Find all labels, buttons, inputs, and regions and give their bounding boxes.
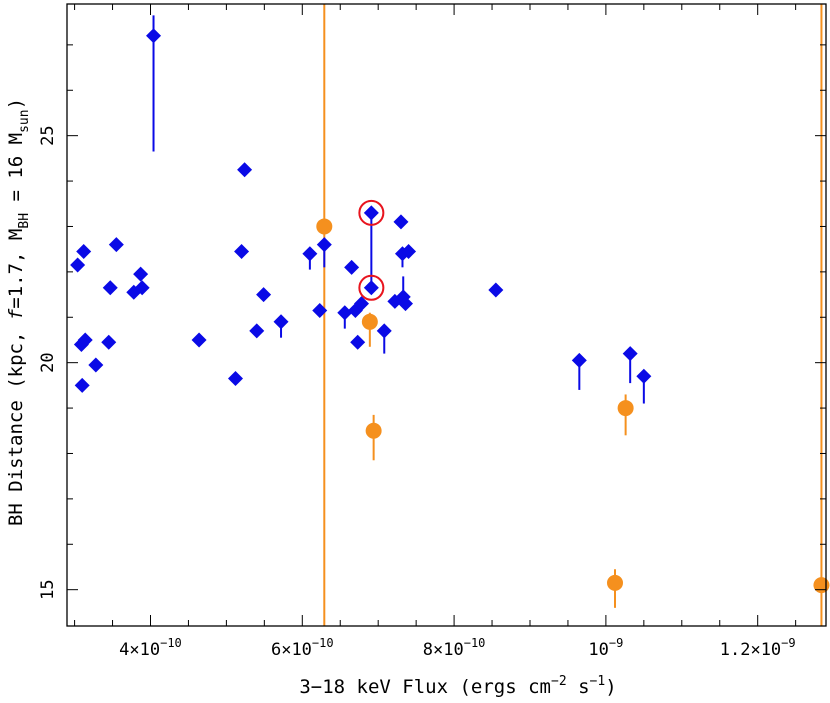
diamond-point bbox=[363, 205, 379, 221]
x-tick-label: 10−9 bbox=[588, 636, 623, 660]
diamond-point bbox=[191, 332, 207, 348]
x-axis-title: 3−18 keV Flux (ergs cm−2 s−1) bbox=[299, 674, 616, 698]
diamond-point bbox=[350, 334, 366, 350]
diamond-point bbox=[622, 346, 638, 362]
diamond-point bbox=[353, 296, 369, 312]
diamond-point bbox=[77, 332, 93, 348]
error-bars bbox=[152, 15, 645, 608]
diamond-point bbox=[398, 296, 414, 312]
tick-labels: 4×10−10 6×10−10 8×10−10 10−9 1.2×10−9 15 20 25 bbox=[38, 125, 796, 660]
diamond-point bbox=[312, 302, 328, 318]
diamond-point bbox=[249, 323, 265, 339]
diamond-point bbox=[488, 282, 504, 298]
diamond-point bbox=[393, 214, 409, 230]
highlight-circle bbox=[358, 274, 385, 301]
diamond-point bbox=[108, 237, 124, 253]
data-points bbox=[70, 28, 830, 594]
diamond-point bbox=[273, 314, 289, 330]
diamond-point bbox=[337, 305, 353, 321]
y-axis-title: BH Distance (kpc, f=1.7, MBH = 16 Msun) bbox=[5, 98, 32, 526]
y-tick-label: 15 bbox=[38, 579, 58, 599]
diamond-point bbox=[234, 243, 250, 259]
x-tick-label: 4×10−10 bbox=[119, 636, 182, 660]
diamond-point bbox=[363, 280, 379, 296]
circle-point bbox=[361, 313, 378, 330]
diamond-point bbox=[636, 368, 652, 384]
circle-point bbox=[316, 218, 333, 235]
diamond-point bbox=[101, 334, 117, 350]
vertical-reference-lines bbox=[323, 4, 823, 626]
circle-point bbox=[813, 577, 830, 594]
diamond-point bbox=[344, 259, 360, 275]
diamond-point bbox=[74, 377, 90, 393]
circle-point bbox=[365, 422, 382, 439]
x-tick-label: 1.2×10−9 bbox=[720, 636, 796, 660]
diamond-point bbox=[376, 323, 392, 339]
x-tick-label: 8×10−10 bbox=[423, 636, 486, 660]
diamond-point bbox=[256, 287, 272, 303]
circle-point bbox=[606, 574, 623, 591]
y-tick-label: 25 bbox=[38, 125, 58, 145]
diamond-point bbox=[237, 162, 253, 178]
diamond-point bbox=[571, 352, 587, 368]
diamond-point bbox=[70, 257, 86, 273]
highlight-circles bbox=[358, 199, 385, 301]
diamond-point bbox=[133, 266, 149, 282]
circle-point bbox=[617, 400, 634, 417]
diamond-point bbox=[316, 237, 332, 253]
diamond-point bbox=[76, 243, 92, 259]
diamond-point bbox=[401, 243, 417, 259]
diamond-point bbox=[302, 246, 318, 262]
diamond-point bbox=[88, 357, 104, 373]
diamond-point bbox=[134, 280, 150, 296]
plot-frame bbox=[66, 3, 827, 627]
x-tick-label: 6×10−10 bbox=[271, 636, 334, 660]
axis-ticks bbox=[67, 4, 826, 626]
y-tick-label: 20 bbox=[38, 352, 58, 372]
diamond-point bbox=[146, 28, 162, 44]
diamond-point bbox=[227, 371, 243, 387]
highlight-circle bbox=[358, 199, 385, 226]
diamond-point bbox=[102, 280, 118, 296]
